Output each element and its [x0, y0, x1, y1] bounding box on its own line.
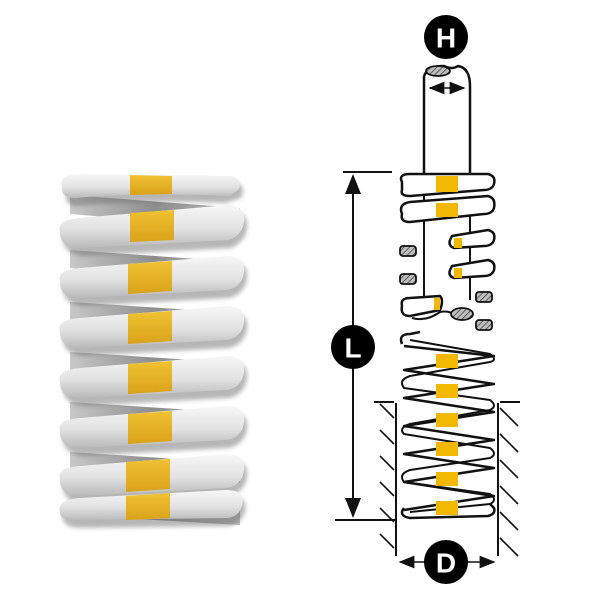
spring-drawing-stripes [436, 354, 458, 515]
dimension-label-l: L [331, 325, 375, 369]
spring-drawing-lower-coils [399, 330, 496, 520]
spring-section-cuts [399, 245, 493, 331]
dimension-label-h: H [424, 15, 468, 59]
spring-drawing-upper-coils [399, 172, 496, 321]
dimension-label-d: D [424, 540, 468, 584]
svg-text:L: L [344, 333, 361, 364]
spring-photo-coils [59, 174, 248, 528]
svg-text:H: H [436, 23, 456, 54]
svg-text:D: D [436, 548, 456, 579]
